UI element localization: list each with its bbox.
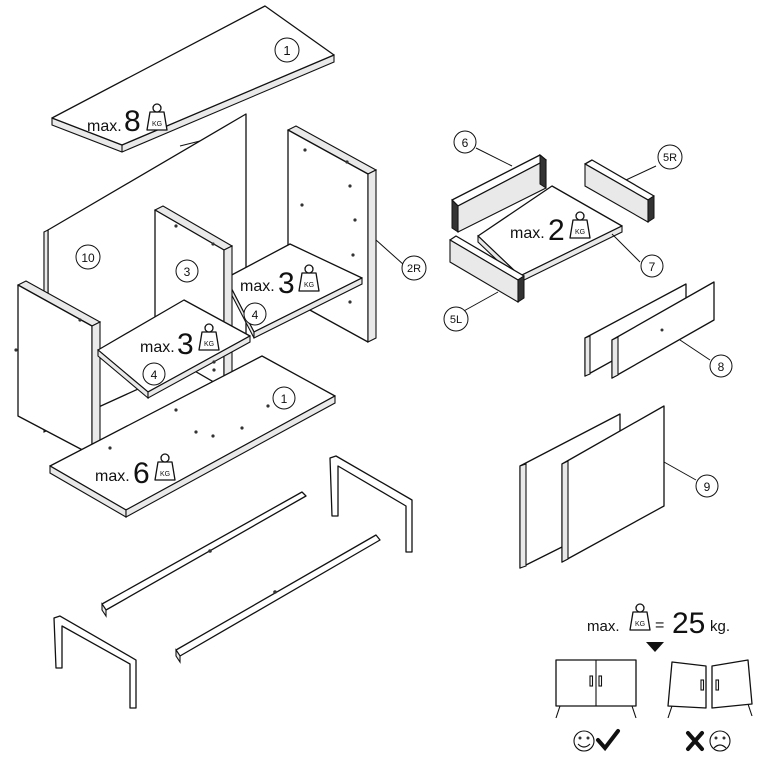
svg-text:10: 10 [81, 251, 95, 265]
svg-text:2R: 2R [407, 263, 421, 275]
part-label-top: 1 [274, 37, 300, 63]
load-label-bottom: max. 6 KG [95, 453, 176, 490]
weight-kg-icon: KG [298, 264, 320, 292]
svg-text:6: 6 [133, 457, 150, 490]
drawer-side-6 [451, 153, 547, 233]
drawer-fronts [584, 281, 715, 379]
svg-text:KG: KG [304, 282, 314, 289]
cabinet-incorrect-icon [667, 659, 753, 719]
weight-kg-icon: KG [198, 323, 220, 351]
part-label-side-right: 2R [401, 255, 427, 281]
total-load-label: max. KG = 25 kg. [587, 603, 730, 640]
load-label-shelf-right: max. 3 KG [240, 264, 320, 300]
bottom-panel [49, 355, 336, 518]
side-panel-left [14, 280, 102, 456]
svg-text:max.: max. [240, 278, 275, 295]
weight-kg-icon: KG [146, 103, 168, 131]
svg-text:KG: KG [160, 471, 170, 478]
weight-kg-icon: KG [154, 453, 176, 481]
weight-kg-icon: KG [569, 211, 591, 239]
svg-text:1: 1 [283, 43, 290, 58]
svg-text:max.: max. [587, 618, 620, 635]
part-label-drawer-7: 7 [640, 254, 664, 278]
load-label-drawer: max. 2 KG [510, 211, 591, 247]
part-label-doors: 9 [695, 474, 719, 498]
svg-text:4: 4 [252, 308, 259, 322]
svg-text:KG: KG [635, 621, 645, 628]
part-label-drawer-5L: 5L [443, 306, 469, 332]
svg-text:6: 6 [462, 136, 469, 150]
frown-icon [709, 730, 731, 752]
svg-text:max.: max. [87, 118, 122, 135]
svg-text:1: 1 [281, 392, 288, 406]
part-label-shelf-right: 4 [243, 302, 267, 326]
svg-text:max.: max. [510, 225, 545, 242]
svg-text:max.: max. [95, 468, 130, 485]
svg-text:2: 2 [548, 214, 565, 247]
svg-text:3: 3 [177, 328, 194, 361]
svg-text:4: 4 [151, 368, 158, 382]
part-label-drawer-5R: 5R [657, 144, 683, 170]
weight-kg-icon: KG [629, 603, 651, 631]
load-label-shelf-left: max. 3 KG [140, 323, 220, 361]
svg-text:9: 9 [704, 480, 711, 494]
load-label-top: max. 8 KG [87, 103, 168, 138]
part-label-bottom: 1 [272, 386, 296, 410]
svg-text:max.: max. [140, 339, 175, 356]
smiley-icon [573, 730, 595, 752]
svg-text:7: 7 [649, 260, 656, 274]
part-label-shelf-left: 4 [142, 362, 166, 386]
drawer-side-5L [449, 235, 525, 303]
svg-text:3: 3 [278, 267, 295, 300]
svg-text:8: 8 [718, 360, 725, 374]
cross-icon [686, 731, 704, 751]
shelf-left [97, 299, 251, 400]
top-panel [51, 5, 335, 153]
part-label-drawer-6: 6 [453, 130, 477, 154]
part-label-drawer-front: 8 [709, 354, 733, 378]
part-label-divider: 3 [175, 259, 199, 283]
doors [519, 405, 665, 569]
svg-text:KG: KG [204, 341, 214, 348]
svg-text:5R: 5R [663, 152, 677, 164]
svg-text:KG: KG [152, 121, 162, 128]
arrow-down-icon [646, 642, 664, 652]
svg-text:25: 25 [672, 607, 705, 640]
drawer-side-5R [584, 159, 655, 223]
base-frame [53, 455, 413, 709]
svg-text:=: = [655, 617, 664, 634]
svg-text:KG: KG [575, 229, 585, 236]
cabinet-correct-icon [555, 659, 637, 719]
part-label-back: 10 [75, 244, 101, 270]
svg-text:3: 3 [184, 265, 191, 279]
svg-text:5L: 5L [450, 314, 462, 326]
checkmark-icon [596, 729, 620, 752]
svg-text:kg.: kg. [710, 618, 730, 635]
svg-text:8: 8 [124, 105, 141, 138]
